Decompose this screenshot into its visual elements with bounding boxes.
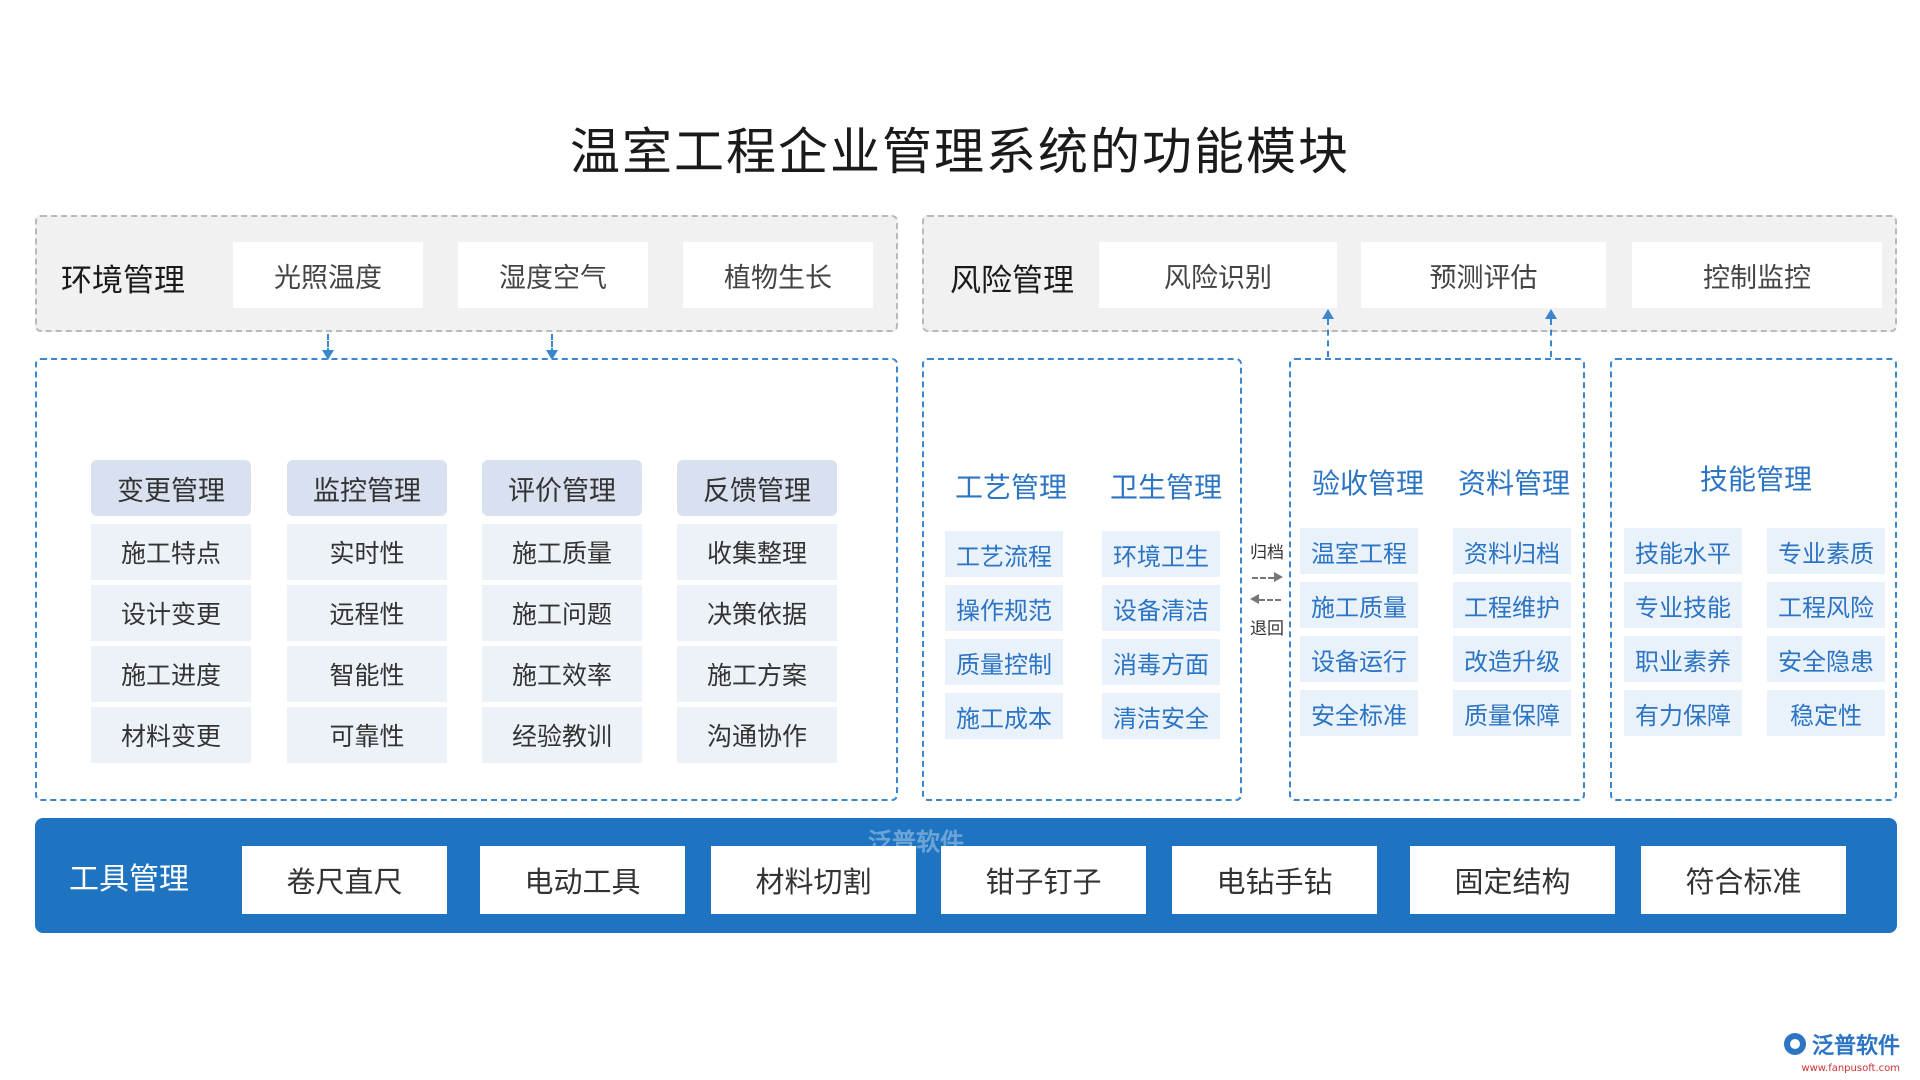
group-item[interactable]: 实时性 (287, 524, 447, 580)
arrow-up-icon (1545, 309, 1557, 319)
logo-icon (1783, 1033, 1806, 1055)
group-item[interactable]: 施工质量 (482, 524, 642, 580)
group-item[interactable]: 施工进度 (91, 646, 251, 702)
tool-chip[interactable]: 电钻手钻 (1172, 846, 1377, 914)
acceptance-item[interactable]: 安全标准 (1300, 690, 1418, 736)
skills-item[interactable]: 稳定性 (1767, 690, 1885, 736)
hygiene-item[interactable]: 环境卫生 (1102, 531, 1220, 577)
return-arrow-line (1259, 599, 1281, 601)
acceptance-documents-box (1289, 358, 1585, 801)
craft-item[interactable]: 操作规范 (945, 585, 1063, 631)
risk-chip[interactable]: 预测评估 (1361, 242, 1606, 308)
arrow-down-icon (322, 350, 334, 360)
craft-item[interactable]: 质量控制 (945, 639, 1063, 685)
craft-head: 工艺管理 (955, 471, 1068, 504)
group-item[interactable]: 决策依据 (677, 585, 837, 641)
management-groups-box (35, 358, 898, 801)
logo-url: www.fanpusoft.com (1801, 1063, 1900, 1074)
documents-item[interactable]: 工程维护 (1453, 582, 1571, 628)
connector-line (327, 334, 329, 354)
page-title: 温室工程企业管理系统的功能模块 (570, 123, 1350, 181)
acceptance-item[interactable]: 施工质量 (1300, 582, 1418, 628)
environment-chip[interactable]: 光照温度 (233, 242, 423, 308)
group-item[interactable]: 施工特点 (91, 524, 251, 580)
group-item[interactable]: 收集整理 (677, 524, 837, 580)
archive-label: 归档 (1250, 543, 1284, 563)
tools-bar: 工具管理 卷尺直尺 电动工具 材料切割 钳子钉子 电钻手钻 固定结构 符合标准 (35, 818, 1897, 933)
tool-chip[interactable]: 固定结构 (1410, 846, 1615, 914)
hygiene-item[interactable]: 清洁安全 (1102, 693, 1220, 739)
arrow-right-icon (1274, 572, 1283, 582)
group-item[interactable]: 远程性 (287, 585, 447, 641)
brand-logo: 泛普软件 (1783, 1028, 1900, 1060)
group-item[interactable]: 沟通协作 (677, 707, 837, 763)
hygiene-head: 卫生管理 (1110, 471, 1223, 504)
risk-head: 风险管理 (950, 263, 1074, 299)
craft-hygiene-box (922, 358, 1242, 801)
connector-line (1550, 319, 1552, 357)
group-item[interactable]: 施工方案 (677, 646, 837, 702)
craft-item[interactable]: 施工成本 (945, 693, 1063, 739)
risk-chip[interactable]: 控制监控 (1632, 242, 1882, 308)
connector-line (1327, 319, 1329, 357)
logo-name: 泛普软件 (1811, 1034, 1900, 1059)
skills-item[interactable]: 专业技能 (1624, 582, 1742, 628)
risk-chip[interactable]: 风险识别 (1099, 242, 1337, 308)
skills-item[interactable]: 安全隐患 (1767, 636, 1885, 682)
acceptance-head: 验收管理 (1312, 467, 1425, 500)
tool-chip[interactable]: 材料切割 (711, 846, 916, 914)
group-item[interactable]: 可靠性 (287, 707, 447, 763)
environment-chip[interactable]: 湿度空气 (458, 242, 648, 308)
group-item[interactable]: 经验教训 (482, 707, 642, 763)
skills-item[interactable]: 有力保障 (1624, 690, 1742, 736)
archive-arrow-line (1252, 577, 1274, 579)
arrow-up-icon (1322, 309, 1334, 319)
hygiene-item[interactable]: 消毒方面 (1102, 639, 1220, 685)
hygiene-item[interactable]: 设备清洁 (1102, 585, 1220, 631)
environment-head: 环境管理 (61, 263, 185, 299)
group-item[interactable]: 智能性 (287, 646, 447, 702)
environment-panel: 环境管理 光照温度 湿度空气 植物生长 (35, 215, 898, 332)
acceptance-item[interactable]: 温室工程 (1300, 528, 1418, 574)
risk-panel: 风险管理 风险识别 预测评估 控制监控 (922, 215, 1897, 332)
documents-item[interactable]: 改造升级 (1453, 636, 1571, 682)
craft-item[interactable]: 工艺流程 (945, 531, 1063, 577)
tool-chip[interactable]: 符合标准 (1641, 846, 1846, 914)
group-head[interactable]: 监控管理 (287, 460, 447, 516)
tool-chip[interactable]: 卷尺直尺 (242, 846, 447, 914)
group-item[interactable]: 设计变更 (91, 585, 251, 641)
group-head[interactable]: 变更管理 (91, 460, 251, 516)
tool-chip[interactable]: 电动工具 (480, 846, 685, 914)
skills-item[interactable]: 职业素养 (1624, 636, 1742, 682)
return-label: 退回 (1250, 619, 1284, 639)
group-item[interactable]: 施工问题 (482, 585, 642, 641)
group-head[interactable]: 反馈管理 (677, 460, 837, 516)
arrow-left-icon (1250, 594, 1259, 604)
arrow-down-icon (546, 350, 558, 360)
documents-item[interactable]: 质量保障 (1453, 690, 1571, 736)
tool-chip[interactable]: 钳子钉子 (941, 846, 1146, 914)
group-item[interactable]: 施工效率 (482, 646, 642, 702)
group-head[interactable]: 评价管理 (482, 460, 642, 516)
skills-box (1610, 358, 1897, 801)
skills-head: 技能管理 (1700, 463, 1813, 496)
group-item[interactable]: 材料变更 (91, 707, 251, 763)
watermark: 泛普软件 (868, 828, 964, 856)
tools-head: 工具管理 (69, 862, 189, 897)
acceptance-item[interactable]: 设备运行 (1300, 636, 1418, 682)
skills-item[interactable]: 技能水平 (1624, 528, 1742, 574)
skills-item[interactable]: 专业素质 (1767, 528, 1885, 574)
connector-line (551, 334, 553, 354)
skills-item[interactable]: 工程风险 (1767, 582, 1885, 628)
documents-item[interactable]: 资料归档 (1453, 528, 1571, 574)
documents-head: 资料管理 (1458, 467, 1571, 500)
environment-chip[interactable]: 植物生长 (683, 242, 873, 308)
